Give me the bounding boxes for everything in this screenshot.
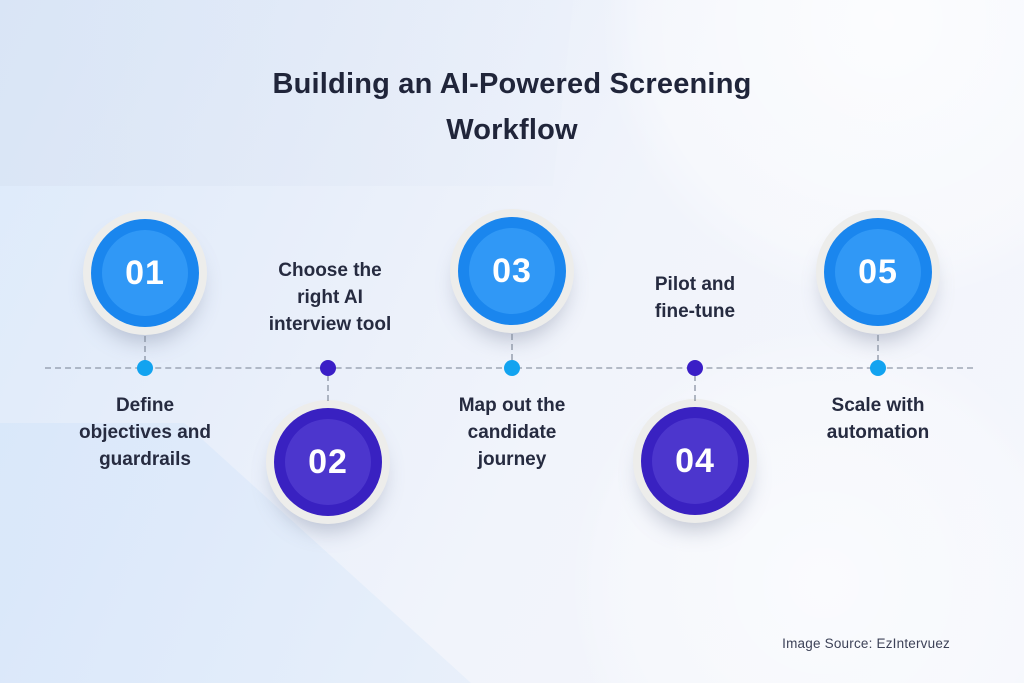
step-label-02: Choose the right AI interview tool <box>268 260 392 335</box>
step-label-04: Pilot and fine-tune <box>654 274 736 322</box>
connector-line <box>694 375 696 401</box>
step-circle-03: 03 <box>450 209 574 333</box>
step-number: 04 <box>675 441 715 480</box>
timeline-dot <box>504 360 520 376</box>
step-circle-core: 01 <box>91 219 199 327</box>
page-title: Building an AI-Powered Screening Workflo… <box>272 68 752 146</box>
step-number: 03 <box>492 251 532 290</box>
timeline-dot <box>320 360 336 376</box>
timeline-dot <box>870 360 886 376</box>
step-number: 05 <box>858 252 898 291</box>
step-circle-core: 04 <box>641 407 749 515</box>
step-circle-core: 05 <box>824 218 932 326</box>
step-circle-05: 05 <box>816 210 940 334</box>
step-label-03: Map out the candidate journey <box>458 395 566 470</box>
connector-line <box>877 335 879 361</box>
connector-line <box>327 375 329 401</box>
step-label-01: Define objectives and guardrails <box>79 395 211 470</box>
step-circle-04: 04 <box>633 399 757 523</box>
background-circle-shape <box>564 323 1024 683</box>
step-circle-02: 02 <box>266 400 390 524</box>
step-number: 02 <box>308 442 348 481</box>
connector-line <box>511 334 513 360</box>
background-band-shape <box>0 0 574 186</box>
step-circle-core: 03 <box>458 217 566 325</box>
step-number: 01 <box>125 253 165 292</box>
step-label-05: Scale with automation <box>826 395 930 443</box>
image-source-credit: Image Source: EzIntervuez <box>782 636 950 651</box>
timeline-dot <box>687 360 703 376</box>
step-circle-core: 02 <box>274 408 382 516</box>
step-circle-01: 01 <box>83 211 207 335</box>
timeline-dot <box>137 360 153 376</box>
connector-line <box>144 336 146 362</box>
